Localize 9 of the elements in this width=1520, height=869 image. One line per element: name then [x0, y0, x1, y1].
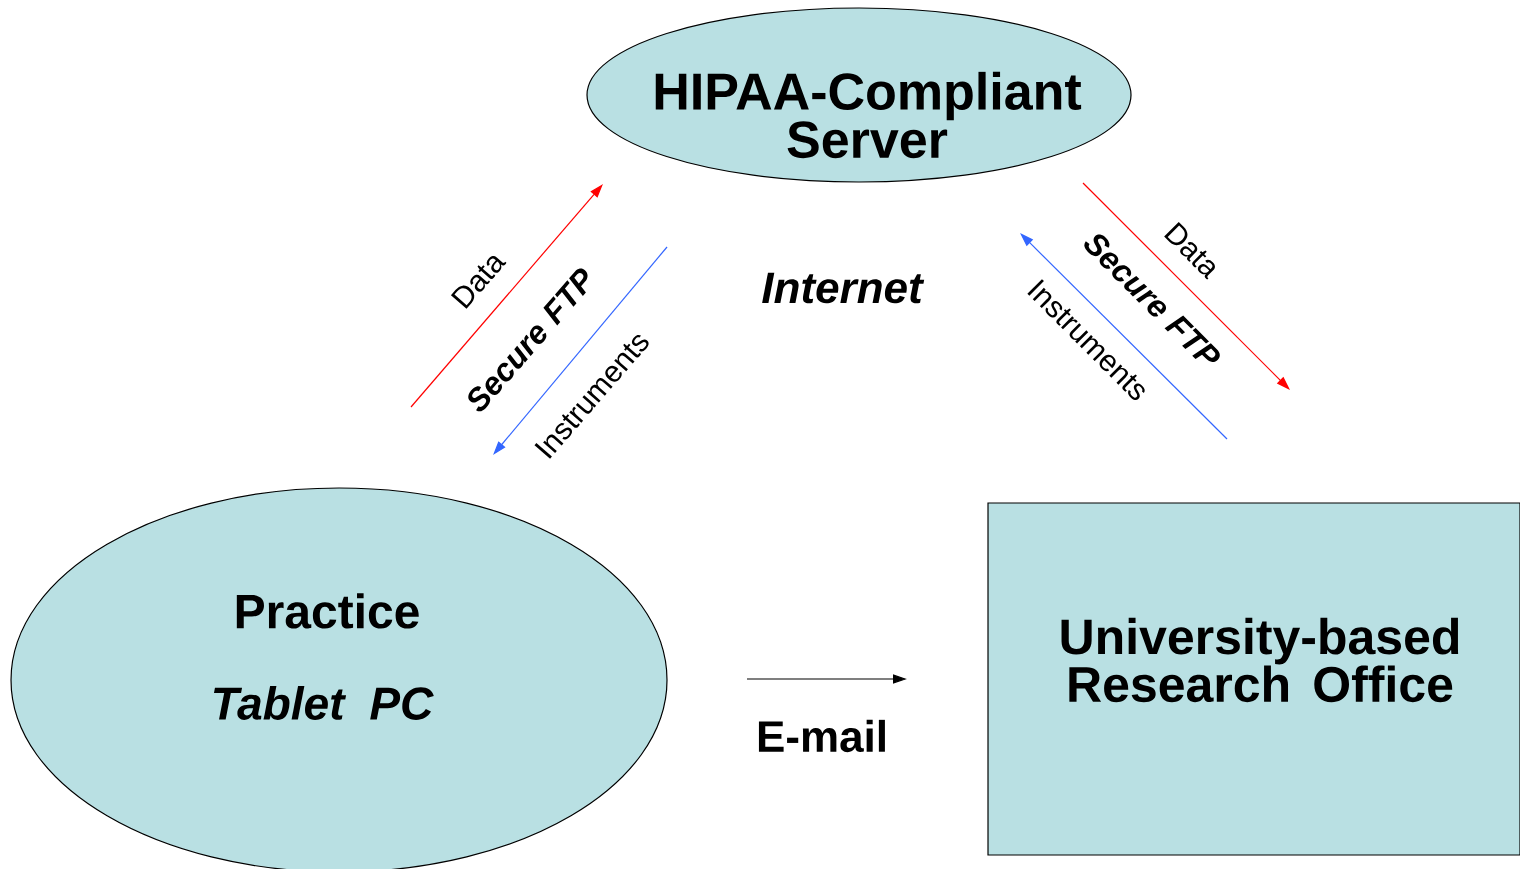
arrow: [410, 184, 603, 408]
ellipse-node: Practice Tablet PC: [10, 487, 668, 869]
edge-label: E-mail: [755, 718, 890, 754]
network-label: Internet: [762, 272, 925, 304]
arrow: [1020, 233, 1228, 440]
arrow: [1082, 182, 1290, 390]
arrow: [493, 246, 668, 455]
process-box: University-based Research Office: [987, 502, 1520, 856]
ellipse-node: HIPAA-Compliant Server: [586, 7, 1132, 183]
